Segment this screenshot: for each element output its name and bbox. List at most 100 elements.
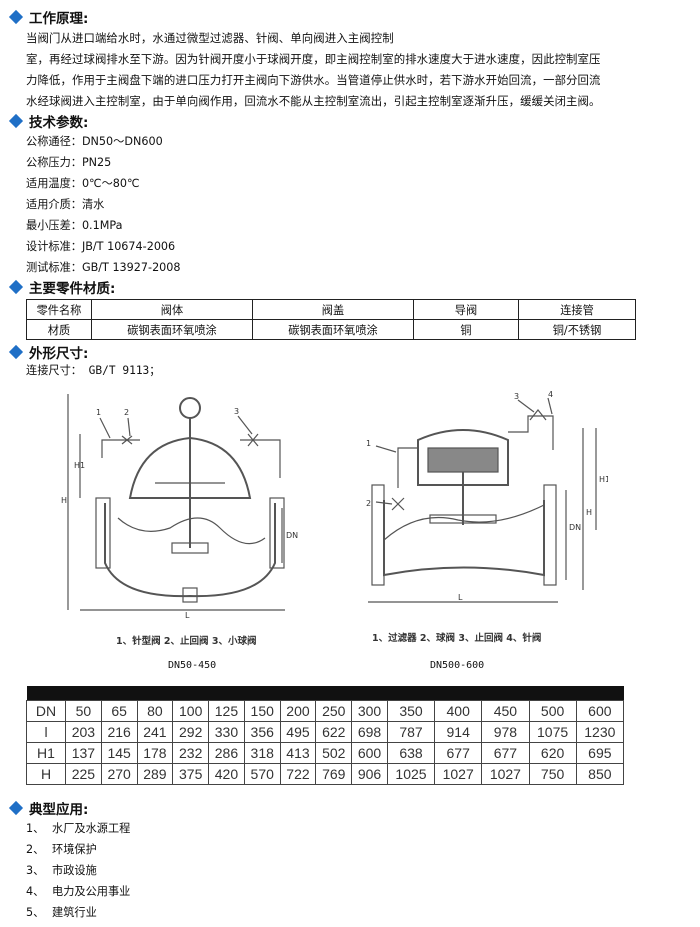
row-label: H [26,763,66,785]
table-cell: 356 [243,721,281,743]
valve-bonnet [417,429,509,486]
valve-body-outline [383,500,545,577]
section-title-tech: 技术参数: [8,111,88,131]
tech-params-list: 公称通径：DN50～DN600 公称压力：PN25 适用温度：0℃～80℃ 适用… [26,131,181,278]
list-item: 3、市政设施 [26,864,97,877]
drain-plug [182,587,198,603]
applications-list: 1、水厂及水源工程 2、环境保护 3、市政设施 4、电力及公用事业 5、建筑行业 [26,818,130,923]
table-cell: 1075 [528,721,577,743]
inlet-flange [371,484,385,586]
callout-label: 4 [548,390,553,399]
table-cell: 906 [351,763,388,785]
table-row: DN 50 65 80 100 125 150 200 250 300 350 … [26,700,625,722]
section-title-principle: 工作原理: [8,7,88,27]
table-header-cell: 阀盖 [252,299,414,320]
valve-seat-curve [383,504,545,541]
table-cell: 203 [65,721,102,743]
callout-leader [99,417,111,439]
callout-leader [547,397,553,415]
table-cell: 570 [243,763,281,785]
dim-label: H [61,496,67,505]
principle-line: 当阀门从进口端给水时，水通过微型过滤器、针阀、单向阀进入主阀控制 [26,31,394,45]
ball-valve-icon [391,497,405,511]
table-cell: 695 [575,742,625,764]
table-cell: 600 [575,700,625,722]
dim-label: H [586,508,592,517]
table-cell: 350 [386,700,436,722]
table-cell: 1025 [386,763,436,785]
list-item: 1、水厂及水源工程 [26,822,131,835]
table-header-cell: 连接管 [518,299,636,320]
diaphragm-chamber [427,447,499,473]
table-header-cell: 零件名称 [26,299,92,320]
section-title-materials: 主要零件材质: [8,277,115,297]
table-cell: 375 [172,763,210,785]
table-cell: 150 [243,700,281,722]
callout-label: 2 [124,408,129,417]
list-item: 4、电力及公用事业 [26,885,131,898]
outlet-flange [543,484,557,586]
table-cell: 850 [575,763,625,785]
table-cell: 292 [172,721,210,743]
table-cell: 318 [243,742,281,764]
lifting-ring [179,397,201,419]
valve-drawing-dn50-450: 1 2 3 H1 H DN L [61,394,298,620]
connection-standard: 连接尺寸： GB/T 9113； [26,364,161,377]
callout-label: 3 [234,407,239,416]
table-cell: 300 [351,700,388,722]
table-cell: 677 [481,742,530,764]
param-item: 设计标准：JB/T 10674-2006 [26,240,176,253]
table-cell: 216 [100,721,138,743]
dim-label: H1 [74,461,85,470]
list-item: 2、环境保护 [26,843,97,856]
row-label: H1 [26,742,66,764]
param-item: 公称通径：DN50～DN600 [26,135,163,148]
table-row: l 203 216 241 292 330 356 495 622 698 78… [26,721,625,743]
param-item: 测试标准：GB/T 13927-2008 [26,261,181,274]
table-cell: 材质 [26,319,92,340]
valve-body-outline [104,503,276,598]
dim-label: L [458,593,463,602]
table-row: H1 137 145 178 232 286 318 413 502 600 6… [26,742,625,764]
table-cell: 铜 [413,319,519,340]
row-label: DN [26,700,66,722]
diamond-bullet-icon [8,9,24,25]
table-cell: 铜/不锈钢 [518,319,636,340]
diamond-bullet-icon [8,279,24,295]
table-cell: 600 [351,742,388,764]
param-item: 最小压差：0.1MPa [26,219,123,232]
drawing-legend-right: 1、过滤器 2、球阀 3、止回阀 4、针阀 [372,633,542,644]
table-cell: 137 [65,742,102,764]
diamond-bullet-icon [8,800,24,816]
table-cell: 722 [279,763,317,785]
param-item: 适用温度：0℃～80℃ [26,177,140,190]
table-cell: 677 [434,742,483,764]
callout-leader [127,417,131,437]
section-title-dimensions: 外形尺寸: [8,342,88,362]
table-cell: 225 [65,763,102,785]
drawing-caption-left: DN50-450 [168,660,217,671]
table-cell: 620 [528,742,577,764]
callout-label: 1 [96,408,101,417]
table-cell: 286 [208,742,245,764]
callout-leader [375,445,397,453]
table-cell: 787 [386,721,436,743]
table-cell: 698 [351,721,388,743]
table-cell: 400 [434,700,483,722]
list-item: 5、建筑行业 [26,906,97,919]
inlet-flange [95,497,111,569]
table-cell: 500 [528,700,577,722]
valve-disc [429,514,497,524]
table-cell: 638 [386,742,436,764]
table-cell: 750 [528,763,577,785]
valve-seat-curve [117,517,266,545]
table-header-bar [26,686,624,701]
dim-label: H1 [599,475,608,484]
callout-leader [375,501,393,505]
table-cell: 241 [136,721,174,743]
needle-valve-icon [121,435,133,445]
check-valve-icon [529,409,547,421]
table-row: 材质 碳钢表面环氧喷涂 碳钢表面环氧喷涂 铜 铜/不锈钢 [26,319,636,340]
diamond-bullet-icon [8,113,24,129]
